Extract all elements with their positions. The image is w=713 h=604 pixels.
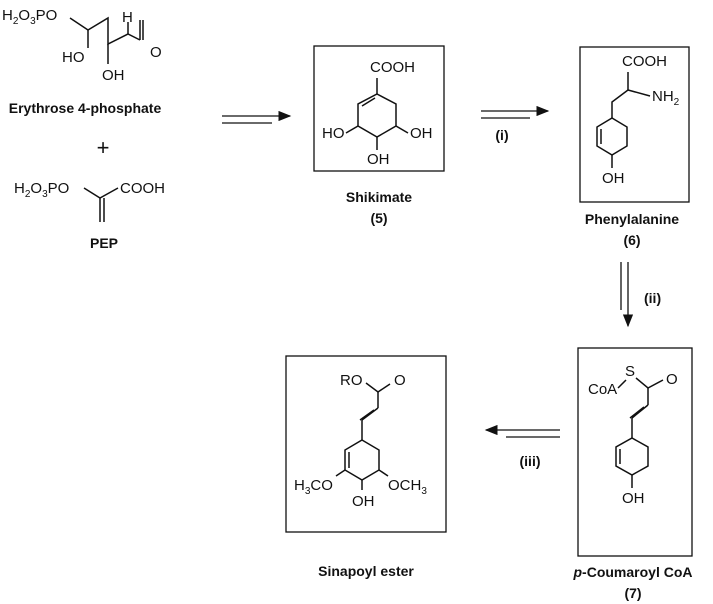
phenylalanine-structure: COOH NH2 OH	[596, 53, 680, 187]
shikimate-hydroxyl-right: OH	[410, 125, 433, 142]
coumaroyl-oxygen: O	[666, 371, 678, 388]
shikimate-acid: COOH	[370, 59, 415, 76]
step-iii-label: (iii)	[520, 453, 541, 469]
phenylalanine-name: Phenylalanine	[585, 211, 679, 227]
pep-phosphate-label: H2O3PO	[14, 180, 69, 200]
shikimate-hydroxyl-bottom: OH	[367, 151, 390, 168]
arrow-step-i	[481, 105, 550, 119]
phenylalanine-amine: NH2	[652, 88, 680, 108]
pep-acid: COOH	[120, 180, 165, 197]
e4p-aldehyde-o: O	[150, 44, 162, 61]
pep-name: PEP	[90, 235, 118, 251]
sinapoyl-methoxy-right: OCH3	[388, 477, 427, 497]
coumaroyl-coa: CoA	[588, 381, 617, 398]
sinapoyl-name: Sinapoyl ester	[318, 563, 414, 579]
sinapoyl-ester-r: RO	[340, 372, 363, 389]
coumaroyl-sulfur: S	[625, 363, 635, 380]
plus-sign: +	[97, 135, 110, 160]
erythrose-4-phosphate-structure: H2O3PO H O HO OH	[2, 7, 162, 84]
step-ii-label: (ii)	[644, 290, 661, 306]
phenylalanine-box	[579, 46, 690, 203]
coumaroyl-structure: CoA S O OH	[588, 363, 678, 507]
phenylalanine-number: (6)	[623, 232, 640, 248]
sinapoyl-structure: RO O H3CO OCH3 OH	[294, 372, 427, 510]
coumaroyl-name: p-Coumaroyl CoA	[572, 564, 692, 580]
sinapoyl-box	[285, 355, 447, 533]
coumaroyl-box	[577, 347, 693, 557]
coumaroyl-number: (7)	[624, 585, 641, 601]
e4p-name: Erythrose 4-phosphate	[9, 100, 162, 116]
shikimate-name: Shikimate	[346, 189, 412, 205]
arrow-to-shikimate	[222, 110, 292, 124]
phenylalanine-hydroxyl: OH	[602, 170, 625, 187]
shikimate-box	[313, 45, 445, 172]
sinapoyl-hydroxyl: OH	[352, 493, 375, 510]
shikimate-structure: COOH HO OH OH	[322, 59, 433, 168]
sinapoyl-methoxy-left: H3CO	[294, 477, 333, 497]
shikimate-hydroxyl-left: HO	[322, 125, 345, 142]
sinapoyl-oxygen: O	[394, 372, 406, 389]
pep-structure: H2O3PO COOH	[14, 180, 165, 222]
coumaroyl-hydroxyl: OH	[622, 490, 645, 507]
shikimate-number: (5)	[370, 210, 387, 226]
e4p-hydroxyl-1: HO	[62, 49, 85, 66]
e4p-hydroxyl-2: OH	[102, 67, 125, 84]
e4p-aldehyde-h: H	[122, 9, 133, 26]
arrow-step-iii	[484, 424, 560, 438]
e4p-phosphate-label: H2O3PO	[2, 7, 57, 27]
step-i-label: (i)	[495, 127, 508, 143]
phenylalanine-acid: COOH	[622, 53, 667, 70]
arrow-step-ii	[620, 262, 634, 328]
